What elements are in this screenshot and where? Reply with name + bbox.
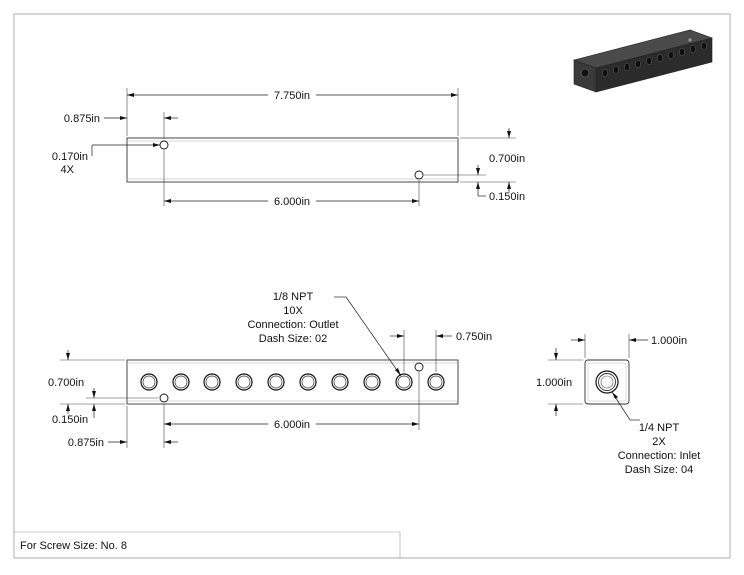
end-height: 1.000in: [536, 377, 572, 389]
top-hole-diameter: 0.170in: [52, 151, 88, 163]
outlet-port: [395, 373, 413, 391]
iso-outlet-ports: [602, 42, 707, 77]
outlet-port: [363, 373, 381, 391]
top-hole-quantity: 4X: [61, 164, 75, 176]
iso-inlet-port: [580, 68, 590, 78]
front-mount-hole: [159, 393, 169, 403]
top-view-body: [126, 137, 459, 183]
outlet-port: [140, 373, 158, 391]
inlet-dash-size: Dash Size: 04: [625, 464, 693, 476]
outlet-port: [427, 373, 445, 391]
top-hole-spacing: 6.000in: [274, 196, 310, 208]
outlet-port: [331, 373, 349, 391]
outlet-ports: [140, 373, 445, 391]
front-view: 1/8 NPT 10X Connection: Outlet Dash Size…: [48, 291, 492, 449]
outlet-port: [235, 373, 253, 391]
iso-mount-hole: [688, 38, 692, 42]
inlet-quantity: 2X: [652, 436, 666, 448]
top-height: 0.700in: [489, 153, 525, 165]
outlet-quantity: 10X: [283, 305, 303, 317]
front-height: 0.700in: [48, 377, 84, 389]
top-view: 7.750in 0.875in 0.170in 4X 0.700in 0.150…: [52, 88, 525, 208]
front-left-offset: 0.875in: [68, 437, 104, 449]
isometric-view: [572, 29, 714, 93]
outlet-dash-size: Dash Size: 02: [259, 333, 327, 345]
top-overall-length: 7.750in: [274, 90, 310, 102]
front-mount-hole: [414, 362, 424, 372]
end-width: 1.000in: [651, 335, 687, 347]
top-mount-hole: [414, 170, 424, 180]
front-hole-spacing: 6.000in: [274, 419, 310, 431]
top-mount-hole: [159, 140, 169, 150]
top-hole-edge: 0.150in: [489, 191, 525, 203]
outlet-connection: Connection: Outlet: [247, 319, 338, 331]
inlet-connection: Connection: Inlet: [618, 450, 701, 462]
sheet-border: [13, 13, 731, 559]
end-view: 1.000in 1.000in 1/4 NPT 2X Connection: I…: [536, 334, 700, 476]
outlet-port: [299, 373, 317, 391]
screw-size-note: For Screw Size: No. 8: [20, 540, 127, 552]
top-left-offset: 0.875in: [64, 113, 100, 125]
front-port-offset: 0.750in: [456, 331, 492, 343]
outlet-port: [172, 373, 190, 391]
outlet-size: 1/8 NPT: [273, 291, 314, 303]
outlet-port: [267, 373, 285, 391]
front-hole-edge: 0.150in: [52, 414, 88, 426]
inlet-size: 1/4 NPT: [639, 422, 680, 434]
outlet-port: [203, 373, 221, 391]
